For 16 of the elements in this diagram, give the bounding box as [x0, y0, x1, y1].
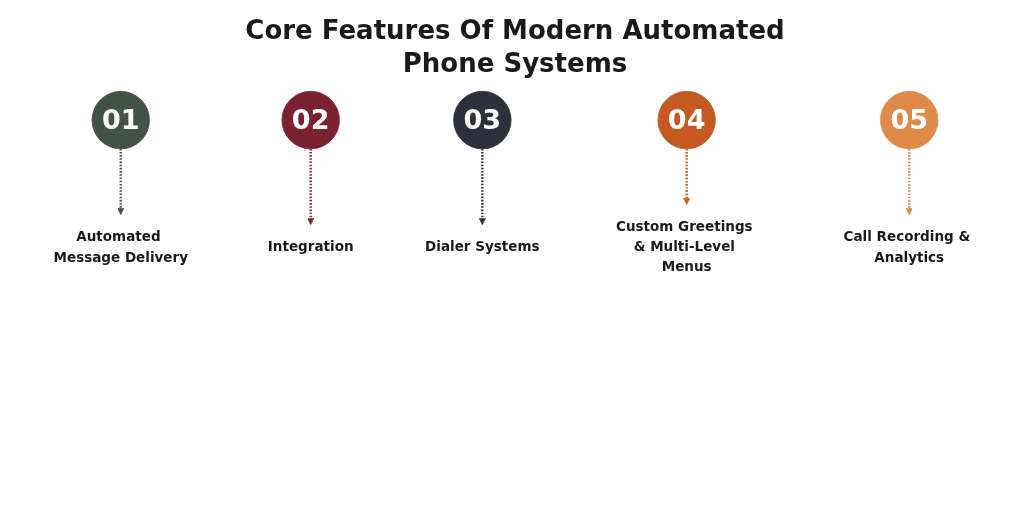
- node-circle: 04: [657, 90, 716, 150]
- diagram-title: Core Features Of Modern Automated Phone Systems: [244, 14, 786, 79]
- node-text: Call Recording & Analytics: [843, 228, 971, 265]
- node-circle: 03: [453, 90, 512, 150]
- arrow: [905, 148, 913, 215]
- node-text: Automated Message Delivery: [53, 228, 188, 265]
- node-text: Custom Greetings & Multi-Level Menus: [615, 218, 753, 275]
- arrow: [478, 148, 486, 226]
- node-circle: 05: [880, 90, 939, 150]
- arrow: [683, 148, 691, 205]
- node-text: Dialer Systems: [425, 238, 540, 255]
- node-circle: 02: [281, 90, 340, 150]
- node-circle: 01: [91, 90, 150, 150]
- arrow: [117, 148, 125, 215]
- node-text: Integration: [267, 238, 354, 255]
- arrow: [307, 148, 315, 226]
